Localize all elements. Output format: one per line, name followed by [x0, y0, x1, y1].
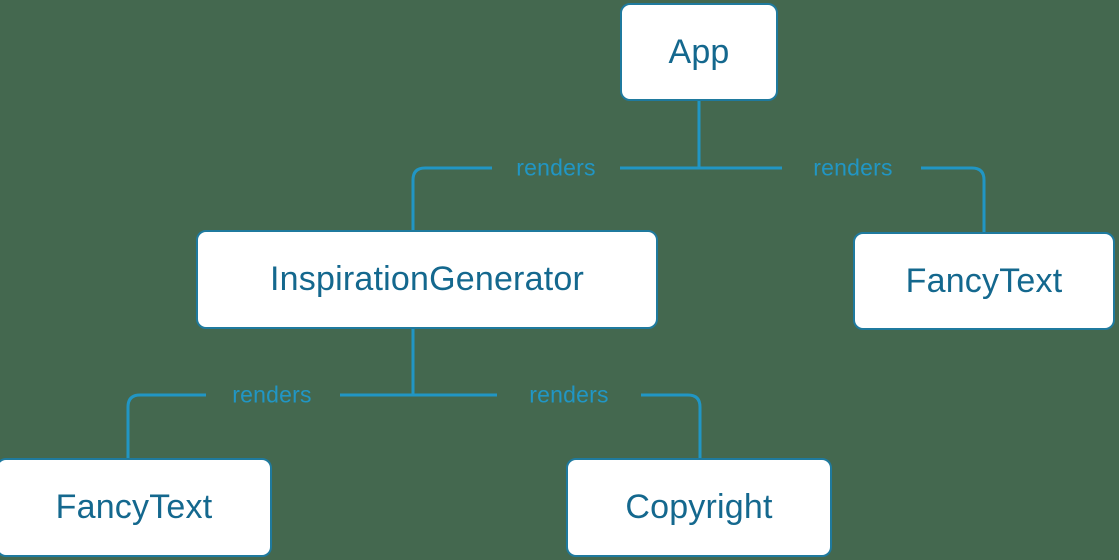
node-label: Copyright [625, 488, 773, 526]
node-app[interactable]: App [620, 3, 778, 101]
node-label: App [668, 32, 730, 71]
edge-label-app-inspiration: renders [516, 154, 596, 181]
edge-label-inspiration-fancytext: renders [232, 381, 312, 408]
node-inspiration-generator[interactable]: InspirationGenerator [196, 230, 658, 329]
node-fancytext-left[interactable]: FancyText [0, 458, 272, 557]
edge-label-inspiration-copyright: renders [529, 381, 609, 408]
node-label: InspirationGenerator [270, 260, 584, 298]
node-label: FancyText [55, 488, 213, 526]
node-label: FancyText [905, 261, 1063, 300]
node-fancytext-right[interactable]: FancyText [853, 232, 1115, 330]
node-copyright[interactable]: Copyright [566, 458, 832, 557]
edge-label-app-fancytext: renders [813, 154, 893, 181]
